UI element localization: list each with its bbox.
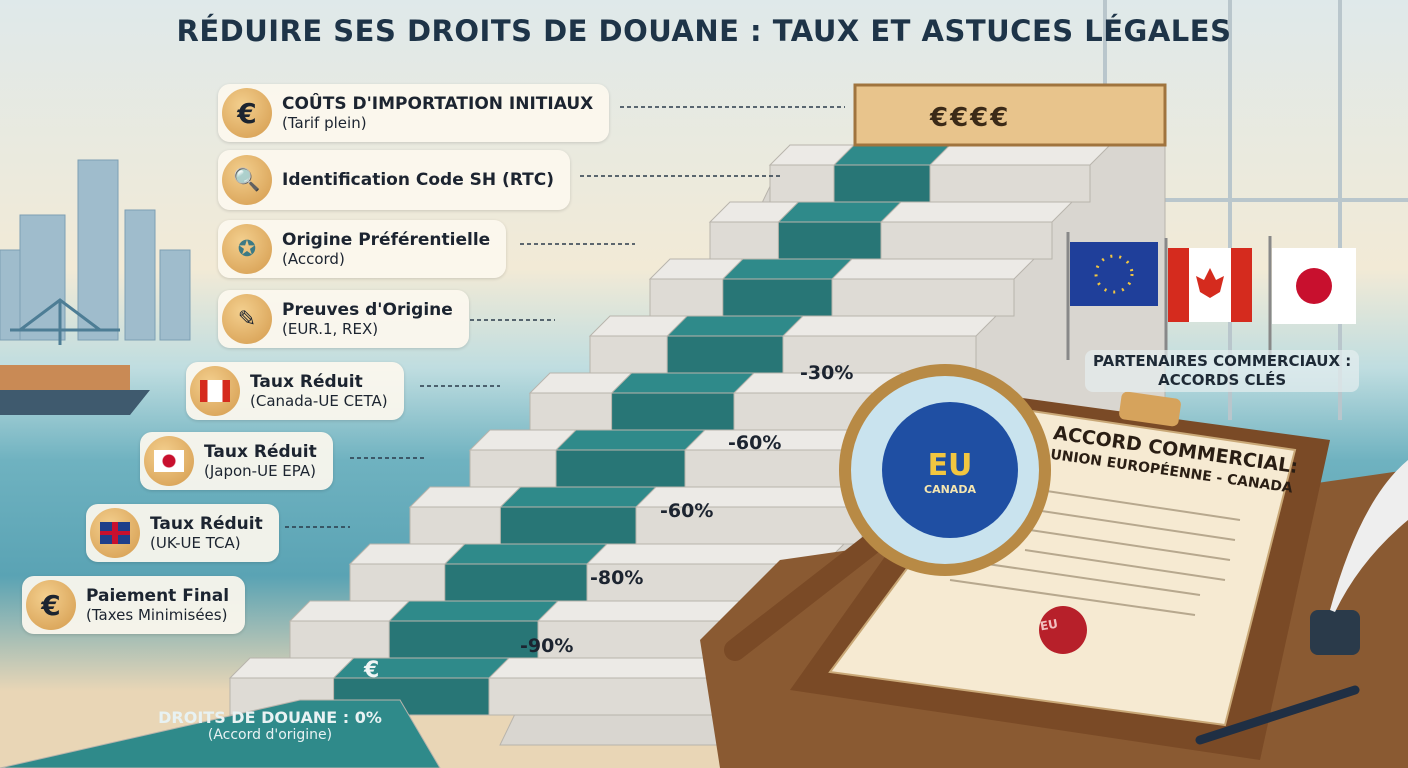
step-label-tca: Taux Réduit(UK-UE TCA) xyxy=(86,504,279,562)
carpet-riser xyxy=(833,164,931,203)
city-skyline xyxy=(0,159,191,341)
top-block-euros: €€€€ xyxy=(930,103,1011,133)
port-crane xyxy=(10,298,120,345)
reduction-label: -90% xyxy=(520,635,574,657)
carpet-tread xyxy=(777,201,903,223)
carpet-tread xyxy=(332,657,511,679)
carpet-tread xyxy=(721,258,854,280)
carpet-riser xyxy=(444,563,588,602)
step-title: Origine Préférentielle xyxy=(282,229,491,250)
step-label-proof-of-origin: ✎ Preuves d'Origine(EUR.1, REX) xyxy=(218,290,469,348)
partners-line1: PARTENAIRES COMMERCIAUX : xyxy=(1093,352,1352,370)
step-subtitle: (Japon-UE EPA) xyxy=(204,461,316,480)
top-block xyxy=(853,83,1167,147)
rosette-badge-icon: ✪ xyxy=(222,224,272,274)
uk-flag-icon xyxy=(90,508,140,558)
step-title: Taux Réduit xyxy=(250,371,363,392)
step-subtitle: (Taxes Minimisées) xyxy=(86,605,228,624)
step-title: Identification Code SH (RTC) xyxy=(282,170,554,190)
euro-icon: € xyxy=(222,88,272,138)
step-label-ceta: Taux Réduit(Canada-UE CETA) xyxy=(186,362,404,420)
carpet-tread xyxy=(554,429,707,451)
step-label-epa: Taux Réduit(Japon-UE EPA) xyxy=(140,432,333,490)
reduction-label: -60% xyxy=(728,432,782,454)
document-search-icon: 🔍 xyxy=(222,155,272,205)
pen xyxy=(1195,685,1360,745)
document-pen-icon: ✎ xyxy=(222,294,272,344)
step-title: Paiement Final xyxy=(86,585,230,606)
carpet-tread xyxy=(665,315,805,337)
partners-caption: PARTENAIRES COMMERCIAUX : ACCORDS CLÉS xyxy=(1085,350,1360,392)
carpet-riser xyxy=(666,335,784,374)
carpet-riser xyxy=(555,449,686,488)
reduction-label: -80% xyxy=(590,567,644,589)
step-subtitle: (UK-UE TCA) xyxy=(150,533,241,552)
step-label-final-payment: € Paiement Final(Taxes Minimisées) xyxy=(22,576,246,634)
japan-flag-icon xyxy=(144,436,194,486)
step-title: Taux Réduit xyxy=(150,513,263,534)
step-subtitle: (Accord) xyxy=(282,249,345,268)
carpet-tread xyxy=(610,372,756,394)
cargo-ship xyxy=(0,365,150,415)
carpet-riser xyxy=(611,392,735,431)
partners-line2: ACCORDS CLÉS xyxy=(1158,371,1287,389)
carpet-riser xyxy=(722,278,833,317)
step-label-hs-code: 🔍 Identification Code SH (RTC) xyxy=(218,150,570,210)
result-caption: DROITS DE DOUANE : 0% (Accord d'origine) xyxy=(150,708,390,743)
japan-flag-icon xyxy=(1268,236,1356,360)
magnifier-line1: EU xyxy=(927,448,973,483)
reduction-label: -60% xyxy=(660,500,714,522)
carpet-tread xyxy=(832,144,952,166)
carpet-riser xyxy=(388,620,539,659)
trade-agreement-document xyxy=(790,391,1330,760)
result-title: DROITS DE DOUANE : 0% xyxy=(158,708,382,727)
inkwell xyxy=(1310,610,1360,655)
step-title: Taux Réduit xyxy=(204,441,317,462)
euro-symbol: € xyxy=(364,658,380,683)
result-subtitle: (Accord d'origine) xyxy=(207,727,333,743)
magnifier-eu-badge: EU CANADA xyxy=(895,448,1005,496)
step-title: Preuves d'Origine xyxy=(282,299,453,320)
step-subtitle: (Tarif plein) xyxy=(282,113,367,132)
carpet-riser xyxy=(499,506,637,545)
carpet-tread xyxy=(499,486,658,508)
carpet-tread xyxy=(443,543,609,565)
canada-flag-icon xyxy=(190,366,240,416)
quill-feather xyxy=(1330,460,1408,612)
step-subtitle: (EUR.1, REX) xyxy=(282,319,379,338)
page-title: RÉDUIRE SES DROITS DE DOUANE : TAUX ET A… xyxy=(176,14,1232,48)
step-label-initial-costs: € COÛTS D'IMPORTATION INITIAUX(Tarif ple… xyxy=(218,84,610,142)
eu-flag-icon xyxy=(1066,232,1158,360)
carpet-riser xyxy=(777,221,882,260)
step-label-preferential-origin: ✪ Origine Préférentielle(Accord) xyxy=(218,220,507,278)
step-title: COÛTS D'IMPORTATION INITIAUX xyxy=(282,93,594,114)
reduction-label: -30% xyxy=(800,362,854,384)
magnifying-glass xyxy=(724,364,1051,661)
magnifier-line2: CANADA xyxy=(924,483,976,496)
euro-icon: € xyxy=(26,580,76,630)
carpet-tread xyxy=(387,600,560,622)
canada-flag-icon xyxy=(1164,238,1252,360)
carpet-runner xyxy=(0,699,441,768)
step-subtitle: (Canada-UE CETA) xyxy=(250,391,388,410)
